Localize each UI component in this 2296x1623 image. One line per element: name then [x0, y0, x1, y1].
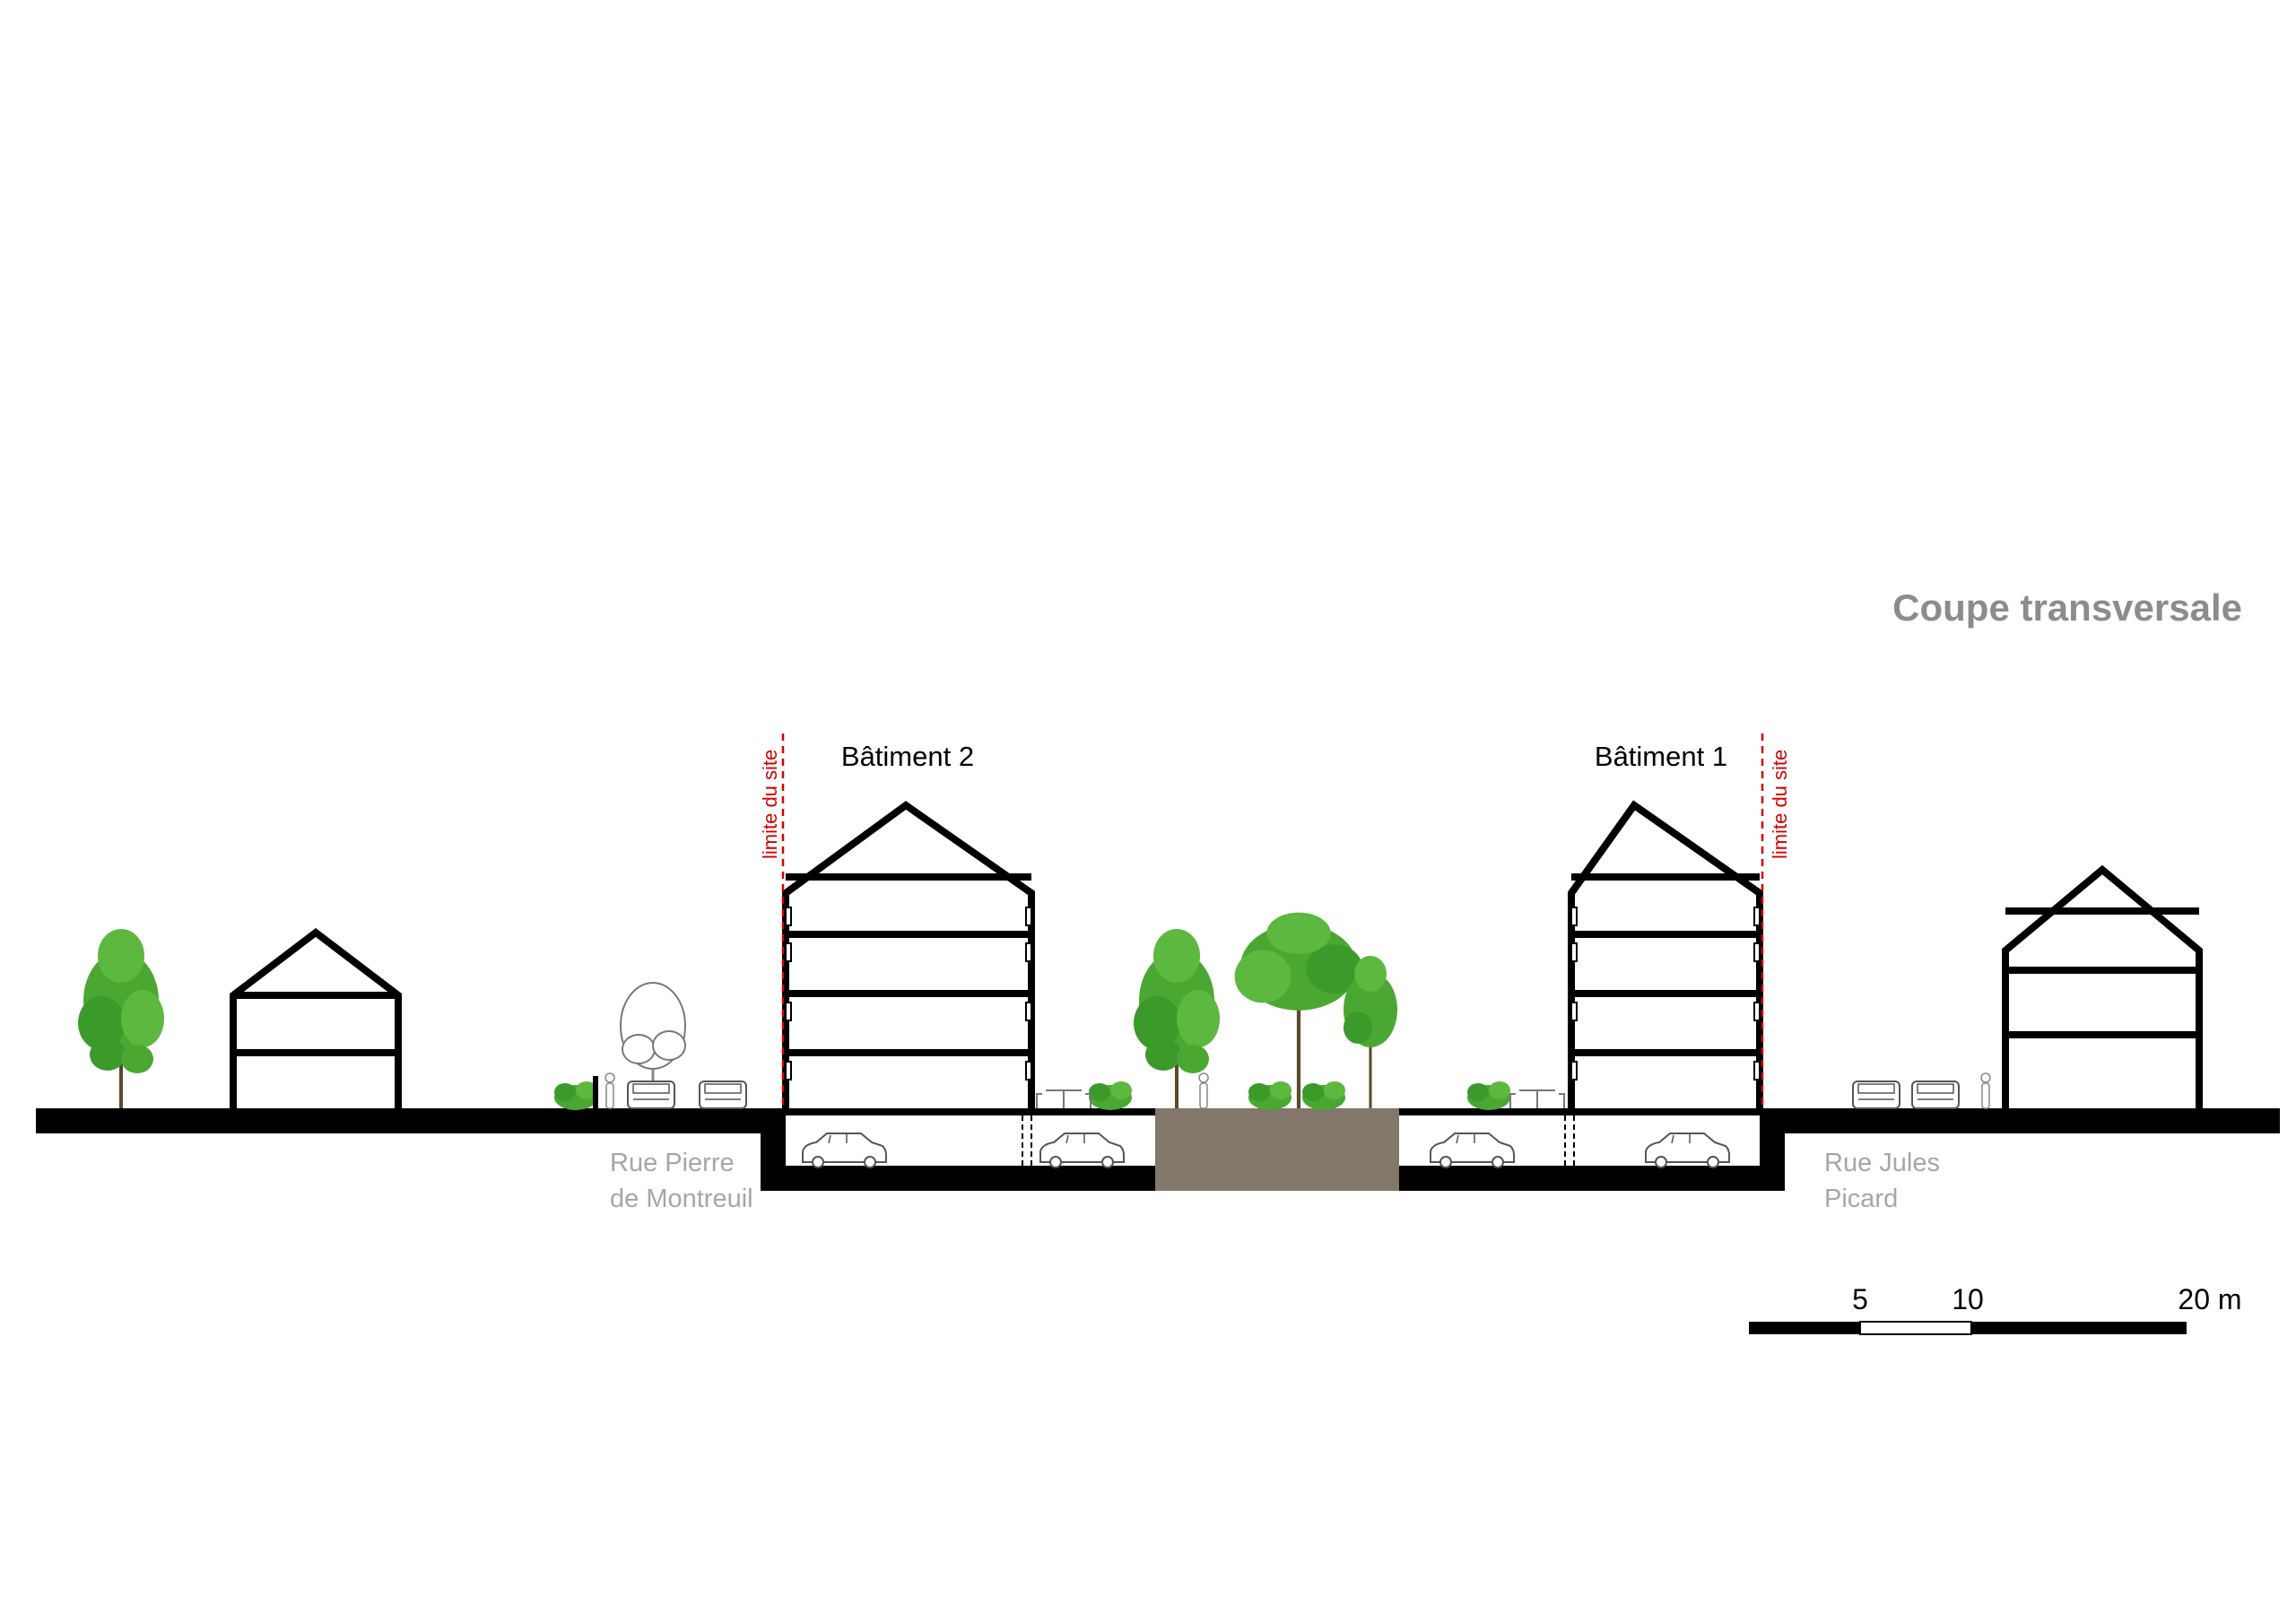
drawing-title: Coupe transversale: [1892, 586, 2242, 629]
shrub-icon: [1302, 1081, 1345, 1110]
person-icon: [1198, 1072, 1209, 1109]
scale-bar-seg-3: [1971, 1322, 2187, 1334]
tree-icon: [1234, 912, 1363, 1108]
street-right-line2: Picard: [1824, 1185, 1898, 1213]
car-icon: [1039, 1133, 1125, 1168]
person-icon: [604, 1072, 615, 1109]
basement-right-floor: [1399, 1166, 1785, 1191]
site-limits: limite du site limite du site: [759, 733, 1791, 1108]
car-icon: [699, 1081, 747, 1109]
car-icon: [1645, 1133, 1730, 1168]
basement-left-floor: [761, 1166, 1155, 1191]
street-left-line1: Rue Pierre: [610, 1149, 735, 1177]
car-icon: [802, 1133, 887, 1168]
tree-icon: [1344, 956, 1397, 1108]
building-1-windows: [1570, 907, 1761, 1081]
shrub-icon: [1467, 1081, 1510, 1110]
street-left-line2: de Montreuil: [610, 1185, 753, 1213]
street-bollard: [593, 1076, 598, 1108]
ground-right: [1805, 1108, 2280, 1133]
building-2-windows: [785, 907, 1032, 1081]
building-1-label: Bâtiment 1: [1595, 741, 1727, 772]
street-right-line1: Rue Jules: [1824, 1149, 1940, 1177]
neighbor-house-right: [2002, 864, 2203, 1108]
scale-tick-10: 10: [1952, 1283, 1984, 1315]
building-1: [1568, 800, 1763, 1108]
tree-icon: [76, 927, 166, 1110]
scale-bar-seg-1: [1749, 1322, 1860, 1334]
scale-tick-5: 5: [1852, 1283, 1868, 1315]
table-chairs-icon: [1509, 1089, 1565, 1108]
site-limit-left-label: limite du site: [759, 750, 781, 859]
shrub-icon: [554, 1081, 597, 1110]
car-icon: [1911, 1081, 1960, 1109]
vegetation: [76, 912, 1510, 1110]
ground-left: [36, 1108, 761, 1133]
person-icon: [1980, 1072, 1991, 1109]
courtyard-earth: [1155, 1108, 1399, 1191]
scale-tick-20: 20 m: [2178, 1283, 2241, 1315]
scale-bar-seg-2: [1859, 1321, 1972, 1335]
car-icon: [1430, 1133, 1515, 1168]
ground-right-step: [1760, 1108, 1805, 1133]
basement-left-ceiling: [761, 1108, 1155, 1115]
car-icon: [627, 1081, 675, 1109]
table-chairs-icon: [1036, 1089, 1091, 1108]
shrub-icon: [1089, 1081, 1132, 1110]
ground-section: [36, 1108, 2280, 1191]
building-2: [782, 801, 1035, 1108]
street-furniture: [593, 1072, 1991, 1109]
tree-icon: [620, 982, 686, 1108]
scale-bar: 5 10 20 m: [1749, 1283, 2242, 1335]
neighbor-house-left: [230, 927, 402, 1108]
basement-right-ceiling: [1399, 1108, 1785, 1115]
shrub-icon: [1248, 1081, 1292, 1110]
site-limit-right-label: limite du site: [1769, 750, 1791, 859]
car-icon: [1852, 1081, 1900, 1109]
building-2-label: Bâtiment 2: [841, 741, 974, 772]
